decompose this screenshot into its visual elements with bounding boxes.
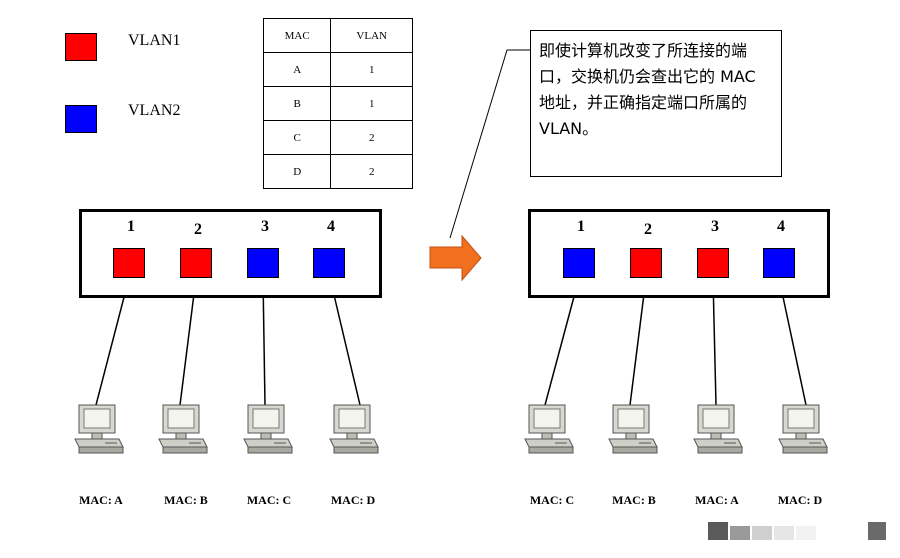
right-arrow-icon: [429, 234, 482, 282]
computer-icon: [524, 404, 574, 454]
vlan1-label: VLAN1: [128, 32, 181, 49]
callout-line: [449, 49, 530, 239]
cable-right-3: [712, 277, 717, 406]
table-cell: B: [262, 86, 332, 121]
right-port-1-number: 1: [577, 218, 585, 235]
cable-left-1: [95, 277, 130, 406]
right-host-3-label: MAC: A: [695, 493, 739, 507]
left-host-4-label: MAC: D: [330, 493, 376, 507]
right-port-3: [697, 248, 729, 278]
right-port-2: [630, 248, 662, 278]
right-host-2-label: MAC: B: [612, 493, 656, 507]
left-port-2: [180, 248, 212, 278]
table-row: D 2: [262, 154, 413, 189]
right-port-4: [763, 248, 795, 278]
cable-right-2: [629, 277, 647, 406]
left-port-1-number: 1: [127, 218, 135, 235]
left-port-2-number: 2: [194, 221, 202, 238]
right-port-4-number: 4: [777, 218, 785, 235]
right-port-3-number: 3: [711, 218, 719, 235]
computer-icon: [693, 404, 743, 454]
table-cell: C: [262, 120, 332, 155]
right-host-4-label: MAC: D: [777, 493, 823, 507]
cable-left-2: [179, 277, 197, 406]
watermark: [708, 522, 838, 540]
right-port-2-number: 2: [644, 221, 652, 238]
vlan2-swatch: [65, 105, 97, 133]
watermark-end: [868, 522, 886, 540]
computer-icon: [74, 404, 124, 454]
left-host-3-label: MAC: C: [246, 493, 292, 507]
left-port-3: [247, 248, 279, 278]
table-cell: 2: [330, 154, 413, 189]
left-port-3-number: 3: [261, 218, 269, 235]
left-port-1: [113, 248, 145, 278]
cable-right-4: [778, 277, 807, 406]
table-header-row: MAC VLAN: [262, 18, 413, 53]
left-port-4-number: 4: [327, 218, 335, 235]
table-cell: D: [262, 154, 332, 189]
table-row: C 2: [262, 120, 413, 155]
table-header-vlan: VLAN: [330, 18, 413, 53]
computer-icon: [158, 404, 208, 454]
explanation-note: 即使计算机改变了所连接的端口，交换机仍会查出它的 MAC 地址，并正确指定端口所…: [530, 30, 782, 177]
computer-icon: [608, 404, 658, 454]
left-port-4: [313, 248, 345, 278]
table-row: A 1: [262, 52, 413, 87]
computer-icon: [329, 404, 379, 454]
cable-left-4: [329, 277, 361, 406]
vlan1-swatch: [65, 33, 97, 61]
cable-right-1: [544, 277, 580, 406]
vlan2-label: VLAN2: [128, 102, 181, 119]
computer-icon: [243, 404, 293, 454]
cable-left-3: [262, 277, 266, 406]
right-host-1-label: MAC: C: [529, 493, 575, 507]
left-host-1-label: MAC: A: [79, 493, 123, 507]
right-port-1: [563, 248, 595, 278]
computer-icon: [778, 404, 828, 454]
mac-vlan-table: MAC VLAN A 1 B 1 C 2 D 2: [262, 18, 413, 189]
left-host-2-label: MAC: B: [164, 493, 208, 507]
